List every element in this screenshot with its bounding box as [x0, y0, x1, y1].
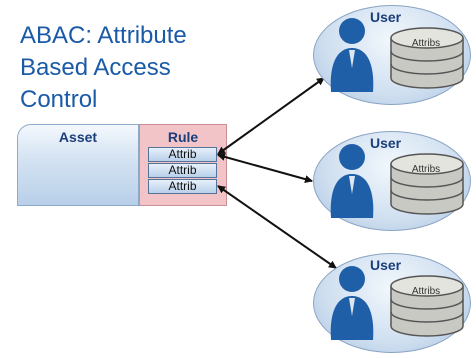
rule-attrib-1: Attrib — [148, 147, 217, 162]
person-icon — [330, 144, 374, 218]
title-line-1: ABAC: Attribute — [20, 22, 187, 49]
attribs-label: Attribs — [411, 38, 441, 49]
rule-attrib-3: Attrib — [148, 179, 217, 194]
asset-label: Asset — [58, 129, 98, 145]
arrow-to-user-3 — [217, 185, 337, 269]
arrow-to-user-2 — [217, 153, 313, 183]
user-node-2: User Attribs — [313, 126, 473, 231]
rule-box: Rule Attrib Attrib Attrib — [139, 124, 227, 206]
user-node-1: User Attribs — [313, 0, 473, 105]
asset-box: Asset — [17, 124, 139, 206]
database-icon — [390, 153, 464, 215]
user-node-3: User Attribs — [313, 248, 473, 353]
user-label: User — [370, 257, 402, 273]
person-icon — [330, 266, 374, 340]
database-icon — [390, 275, 464, 337]
database-icon — [390, 27, 464, 89]
arrow-to-user-1 — [217, 77, 325, 155]
rule-attrib-2: Attrib — [148, 163, 217, 178]
title-line-2: Based Access — [20, 54, 171, 81]
rule-label: Rule — [167, 129, 199, 145]
title-line-3: Control — [20, 86, 98, 113]
attribs-label: Attribs — [411, 164, 441, 175]
user-label: User — [370, 135, 402, 151]
diagram-title: ABAC: Attribute Based Access Control — [20, 20, 270, 116]
person-icon — [330, 18, 374, 92]
user-label: User — [370, 9, 402, 25]
attribs-label: Attribs — [411, 286, 441, 297]
